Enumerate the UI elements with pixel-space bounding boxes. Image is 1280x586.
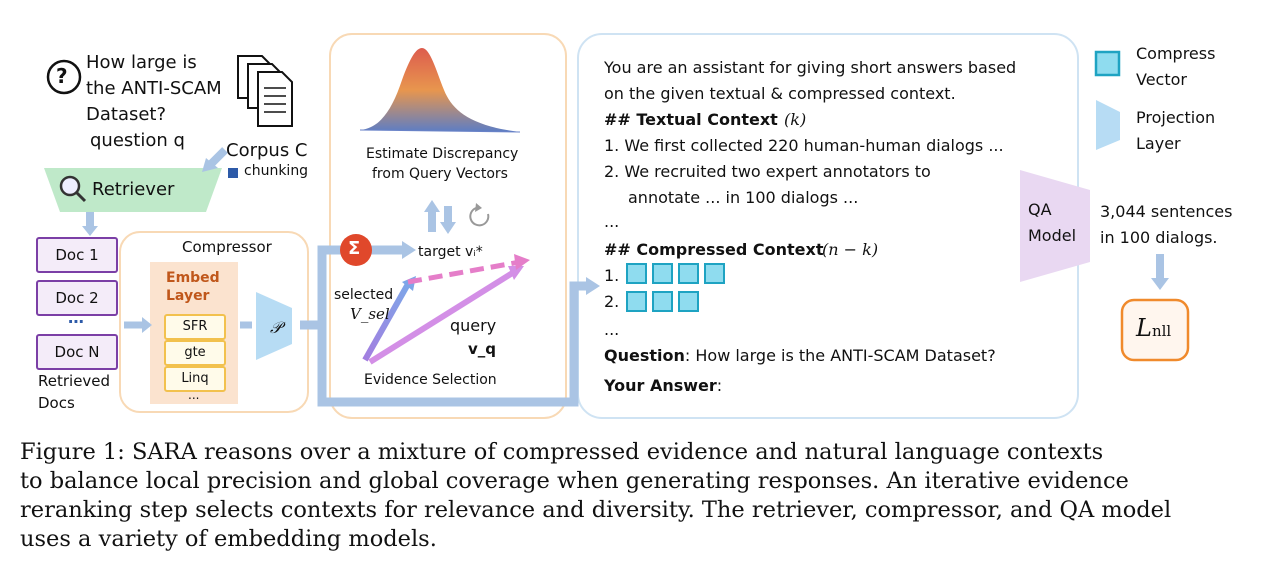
distribution-plot bbox=[360, 48, 520, 132]
compressor-title: Compressor bbox=[182, 238, 272, 256]
question-line1: How large is bbox=[86, 52, 197, 73]
question-mark: ? bbox=[56, 64, 68, 88]
qa-label-2: Model bbox=[1028, 226, 1077, 245]
compressed-header: ## Compressed Context bbox=[604, 240, 824, 259]
sigma-symbol: Σ bbox=[348, 238, 361, 259]
textual-header: ## Textual Context bbox=[604, 110, 778, 129]
caption-line-2: to balance local precision and global co… bbox=[20, 468, 1129, 494]
loss-label: Lnll bbox=[1136, 314, 1171, 342]
prompt-line1: You are an assistant for giving short an… bbox=[604, 58, 1017, 77]
prompt-line2: on the given textual & compressed contex… bbox=[604, 84, 956, 103]
target-label: target vᵢ* bbox=[418, 244, 483, 260]
evidence-selection-title: Evidence Selection bbox=[364, 372, 497, 388]
question-icon-circle bbox=[46, 59, 82, 95]
document-stack-icon bbox=[237, 55, 293, 127]
textual-dots: ... bbox=[604, 212, 620, 231]
doc-item[interactable]: Doc 2 bbox=[36, 280, 118, 316]
magnifier-icon bbox=[59, 175, 87, 203]
prompt-question: Question: How large is the ANTI-SCAM Dat… bbox=[604, 346, 996, 365]
textual-item-1: 1. We first collected 220 human-human di… bbox=[604, 136, 1004, 155]
docs-caption-2: Docs bbox=[38, 394, 75, 412]
sigma-circle bbox=[340, 234, 372, 266]
prompt-answer: Your Answer: bbox=[604, 376, 722, 395]
retriever-shape bbox=[44, 168, 222, 212]
qa-output-1: 3,044 sentences bbox=[1100, 202, 1233, 221]
compressed-dots: ... bbox=[604, 320, 620, 339]
caption-line-4: uses a variety of embedding models. bbox=[20, 526, 437, 552]
projection-symbol: 𝒫 bbox=[270, 318, 282, 337]
compress-vector-icon bbox=[678, 263, 699, 284]
loss-symbol: L bbox=[1136, 314, 1152, 342]
embed-model: gte bbox=[164, 340, 226, 366]
compress-vector-icon bbox=[626, 291, 647, 312]
textual-item-2a: 2. We recruited two expert annotators to bbox=[604, 162, 931, 181]
qa-model-shape bbox=[1020, 170, 1090, 282]
compress-vector-icon bbox=[626, 263, 647, 284]
doc-item[interactable]: Doc 1 bbox=[36, 237, 118, 273]
embed-model: SFR bbox=[164, 314, 226, 340]
question-label: question q bbox=[90, 130, 185, 151]
selected-label-1: selected bbox=[334, 287, 394, 303]
compressed-item-1: 1. bbox=[604, 266, 620, 285]
down-arrow bbox=[440, 206, 456, 234]
up-arrow bbox=[424, 200, 440, 232]
answer-colon: : bbox=[716, 376, 723, 395]
legend-compress-1: Compress bbox=[1136, 44, 1216, 63]
estimate-line1: Estimate Discrepancy bbox=[366, 146, 519, 162]
legend-compress-vector-icon bbox=[1094, 50, 1121, 77]
legend-projection-1: Projection bbox=[1136, 108, 1216, 127]
legend-projection-2: Layer bbox=[1136, 134, 1181, 153]
question-text: : How large is the ANTI-SCAM Dataset? bbox=[684, 346, 996, 365]
chunking-icon bbox=[228, 168, 238, 178]
caption-line-3: reranking step selects contexts for rele… bbox=[20, 497, 1172, 523]
legend-projection-icon bbox=[1096, 100, 1120, 150]
embed-more: ... bbox=[188, 388, 200, 402]
selected-label-2: V_sel bbox=[350, 305, 390, 323]
compress-vector-icon bbox=[652, 291, 673, 312]
compress-vector-icon bbox=[652, 263, 673, 284]
loss-subscript: nll bbox=[1151, 322, 1172, 340]
doc-item[interactable]: Doc N bbox=[36, 334, 118, 370]
qa-output-2: in 100 dialogs. bbox=[1100, 228, 1218, 247]
corpus-label: Corpus C bbox=[226, 140, 308, 161]
legend-compress-2: Vector bbox=[1136, 70, 1187, 89]
retriever-label: Retriever bbox=[92, 179, 175, 200]
evidence-panel bbox=[329, 33, 567, 419]
textual-k: (k) bbox=[784, 110, 807, 129]
answer-keyword: Your Answer bbox=[604, 376, 717, 395]
qa-label-1: QA bbox=[1028, 200, 1052, 219]
question-line3: Dataset? bbox=[86, 104, 167, 125]
estimate-line2: from Query Vectors bbox=[372, 166, 508, 182]
embed-layer-title-2: Layer bbox=[166, 288, 210, 304]
chunking-label: chunking bbox=[244, 163, 309, 179]
query-label-2: v_q bbox=[468, 340, 497, 358]
compress-vector-icon bbox=[704, 263, 725, 284]
figure-caption: Figure 1: SARA reasons over a mixture of… bbox=[20, 438, 1265, 554]
docs-ellipsis: ⋯ bbox=[68, 312, 84, 331]
projection-shape bbox=[256, 292, 292, 360]
compress-vector-icon bbox=[678, 291, 699, 312]
refresh-icon bbox=[469, 207, 490, 227]
docs-caption-1: Retrieved bbox=[38, 372, 111, 390]
compressed-item-2: 2. bbox=[604, 292, 620, 311]
loss-box bbox=[1120, 298, 1190, 362]
embed-layer-title-1: Embed bbox=[166, 270, 220, 286]
query-label-1: query bbox=[450, 316, 497, 335]
compressed-nk: (n − k) bbox=[822, 240, 879, 259]
caption-line-1: Figure 1: SARA reasons over a mixture of… bbox=[20, 439, 1104, 465]
question-keyword: Question bbox=[604, 346, 685, 365]
embed-model: Linq bbox=[164, 366, 226, 392]
question-line2: the ANTI-SCAM bbox=[86, 78, 222, 99]
textual-item-2b: annotate ... in 100 dialogs ... bbox=[628, 188, 859, 207]
